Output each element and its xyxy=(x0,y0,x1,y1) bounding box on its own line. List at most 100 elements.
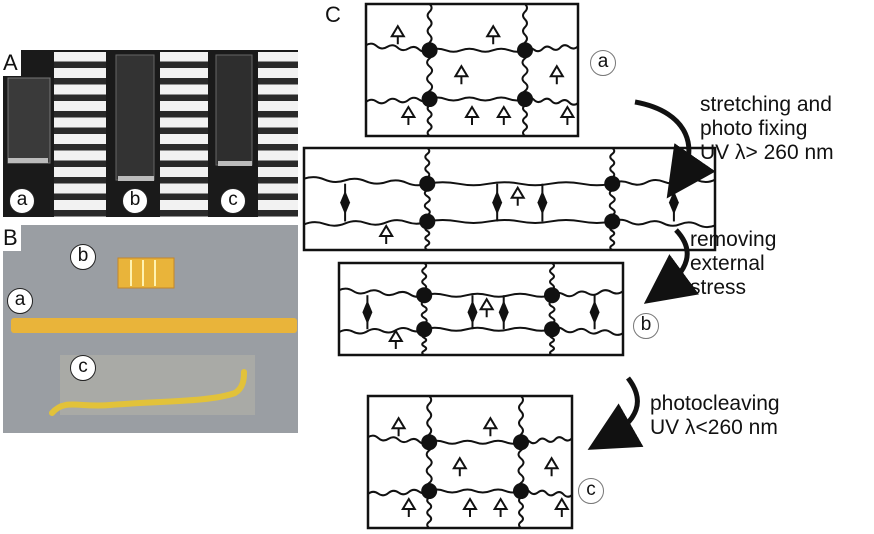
step-text-line: photo fixing xyxy=(700,117,808,140)
step-text-line: photocleaving xyxy=(650,392,780,415)
photo-group xyxy=(543,456,560,477)
panel-a-label: A xyxy=(0,50,21,76)
photo-group xyxy=(462,497,478,518)
crosslink-node xyxy=(513,434,529,451)
panel-b-photo xyxy=(3,225,298,433)
polymer-chain xyxy=(365,96,431,105)
photo-group xyxy=(452,456,468,477)
crosslink-node xyxy=(421,483,438,500)
photo-group xyxy=(559,105,576,126)
panel-a-photo xyxy=(3,50,298,217)
crosslink-node xyxy=(421,91,438,108)
polymer-chain xyxy=(428,439,522,445)
polymer-chain xyxy=(365,42,431,53)
polymer-chain xyxy=(428,488,522,494)
polymer-chain xyxy=(423,326,553,332)
step-text-line: stress xyxy=(690,276,747,299)
panel-c-label: C xyxy=(322,2,344,28)
crosslink-node xyxy=(604,213,621,230)
crosslink-node xyxy=(517,42,533,59)
step-removing-stress-text: removing external stress xyxy=(690,228,776,300)
polymer-chain xyxy=(551,289,624,298)
photo-group xyxy=(496,105,512,126)
fixed-crosslink xyxy=(492,190,503,215)
polymer-chain xyxy=(520,488,573,498)
fixed-crosslink xyxy=(340,190,351,215)
arrow-photocleaving xyxy=(587,376,644,450)
sample-label-a: a xyxy=(7,288,33,314)
fixed-crosslink xyxy=(498,300,509,325)
polymer-chain xyxy=(425,441,433,492)
crosslink-node xyxy=(421,434,438,451)
polymer-chain xyxy=(367,488,430,497)
polymer-chain xyxy=(524,96,579,106)
photo-group xyxy=(485,24,501,45)
arrow-removing-stress xyxy=(643,228,699,304)
state-label-b: b xyxy=(633,313,659,339)
panel-b-label: B xyxy=(0,225,21,251)
polymer-chain xyxy=(611,218,716,229)
photo-group xyxy=(509,185,526,206)
step-text-line: external xyxy=(690,252,765,275)
photo-group xyxy=(388,329,404,349)
photo-group xyxy=(378,224,394,244)
crosslink-node xyxy=(544,287,560,304)
photo-group xyxy=(390,24,406,45)
crosslink-node xyxy=(544,321,560,338)
polymer-chain xyxy=(423,292,553,298)
polymer-chain xyxy=(524,44,579,53)
polymer-chain xyxy=(429,96,526,102)
sample-label-b: b xyxy=(122,188,148,214)
step-text-line: removing xyxy=(690,228,777,251)
crosslink-node xyxy=(513,483,529,500)
photo-group xyxy=(482,416,499,437)
sample-label-c: c xyxy=(220,188,246,214)
polymer-chain xyxy=(303,176,428,187)
photo-group xyxy=(478,297,495,318)
polymer-chain xyxy=(338,287,425,298)
crosslink-node xyxy=(419,213,436,230)
state-label-c: c xyxy=(578,478,604,504)
photo-group xyxy=(554,497,570,518)
crosslink-node xyxy=(421,42,438,59)
step-text-line: UV λ<260 nm xyxy=(650,416,778,439)
fixed-crosslink xyxy=(467,300,478,325)
step-text-line: UV λ> 260 nm xyxy=(700,141,834,164)
crosslink-node xyxy=(416,287,433,304)
polymer-chain xyxy=(367,434,430,445)
polymer-chain xyxy=(338,326,425,335)
step-photocleaving-text: photocleaving UV λ<260 nm xyxy=(650,392,780,440)
photo-group xyxy=(492,497,509,518)
photo-group xyxy=(401,497,417,518)
network-diagrams xyxy=(302,2,717,530)
photo-group xyxy=(464,105,480,126)
crosslink-node xyxy=(604,175,621,192)
polymer-chain xyxy=(303,219,428,227)
state-label-a: a xyxy=(590,50,616,76)
arrow-stretching xyxy=(634,99,716,199)
polymer-chain xyxy=(517,441,525,492)
crosslink-node xyxy=(419,175,436,192)
polymer-chain xyxy=(520,436,573,445)
crosslink-node xyxy=(517,91,533,108)
polymer-chain xyxy=(427,181,613,187)
photo-group xyxy=(400,105,417,126)
polymer-chain xyxy=(429,47,526,53)
photo-group xyxy=(549,64,565,85)
photo-group xyxy=(453,64,470,85)
polymer-chain xyxy=(551,326,624,336)
fixed-crosslink xyxy=(537,190,548,215)
sample-label-a: a xyxy=(9,188,35,214)
polymer-chain xyxy=(427,218,613,224)
step-stretching-text: stretching and photo fixing UV λ> 260 nm xyxy=(700,93,834,165)
crosslink-node xyxy=(416,321,433,338)
fixed-crosslink xyxy=(589,300,600,325)
polymer-chain xyxy=(521,49,529,100)
sample-label-b: b xyxy=(70,244,96,270)
photo-group xyxy=(390,416,407,437)
step-text-line: stretching and xyxy=(700,93,832,116)
sample-label-c: c xyxy=(70,355,96,381)
fixed-crosslink xyxy=(362,300,373,325)
